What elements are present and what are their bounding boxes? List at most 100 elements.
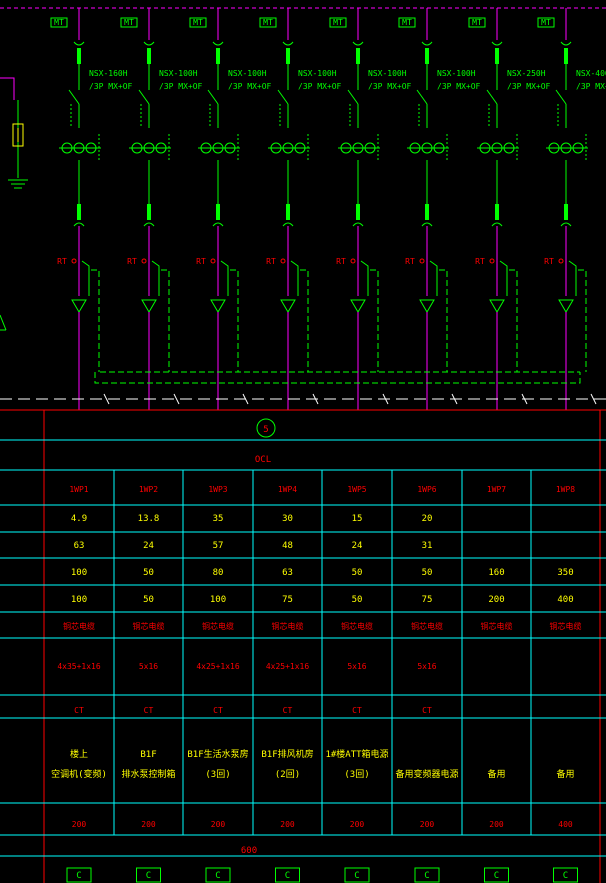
upper-contact-bar <box>495 48 499 64</box>
cell-value-2: 24 <box>143 541 154 551</box>
arrester-symbol <box>489 299 505 313</box>
lower-contact-bar <box>216 204 220 220</box>
breaker-poles: /3P MX+OF <box>298 82 342 91</box>
upper-contact <box>352 41 364 46</box>
arrester-symbol <box>71 299 87 313</box>
cell-description-2: (3回) <box>205 769 230 780</box>
rt-relay-point <box>210 258 216 264</box>
cell-cable-spec: 5x16 <box>347 662 366 671</box>
cell-ct: CT <box>74 706 84 715</box>
neutral-return <box>578 269 587 372</box>
upper-contact-bar <box>77 48 81 64</box>
pe-tick <box>590 393 597 405</box>
meter-tag: MT <box>402 18 412 27</box>
rt-relay-label: RT <box>266 257 276 266</box>
cell-cable-spec: 5x16 <box>417 662 436 671</box>
lower-contact-bar <box>77 204 81 220</box>
cell-value-4: 400 <box>557 595 573 605</box>
cell-cable-type: 铜芯电缆 <box>133 621 165 631</box>
rt-relay-wire <box>220 260 229 296</box>
breaker-model: NSX-100H <box>298 69 337 78</box>
cell-value-3: 63 <box>282 568 293 578</box>
breaker-model: NSX-100H <box>228 69 267 78</box>
cell-value-2: 63 <box>74 541 85 551</box>
footer-tag: C <box>494 871 499 881</box>
upper-contact-bar <box>216 48 220 64</box>
rt-relay-point <box>71 258 77 264</box>
cell-description-1: B1F <box>140 750 156 760</box>
breaker-poles: /3P MX+OF <box>228 82 272 91</box>
cell-value-1: 35 <box>213 514 224 524</box>
rt-relay-label: RT <box>336 257 346 266</box>
breaker-model: NSX-100H <box>159 69 198 78</box>
meter-tag: MT <box>333 18 343 27</box>
meter-tag-box <box>259 17 277 28</box>
cell-rating: 200 <box>420 820 435 829</box>
breaker-poles: /3P MX+OF <box>576 82 606 91</box>
meter-tag: MT <box>263 18 273 27</box>
neutral-return <box>161 269 170 372</box>
cell-rating: 200 <box>350 820 365 829</box>
cell-value-3: 50 <box>352 568 363 578</box>
cell-rating: 200 <box>72 820 87 829</box>
cell-feeder-id: 1WP7 <box>487 485 506 494</box>
schedule-table: 1WP14.963100100铜芯电缆4x35+1x16CT楼上空调机(变频)2… <box>51 485 582 883</box>
cell-value-3: 50 <box>143 568 154 578</box>
lower-contact-bar <box>147 204 151 220</box>
cell-value-4: 50 <box>143 595 154 605</box>
cell-value-4: 100 <box>71 595 87 605</box>
upper-contact <box>212 41 224 46</box>
footer-tag-box <box>66 867 92 883</box>
breaker-model: NSX-100H <box>368 69 407 78</box>
cell-value-3: 160 <box>488 568 504 578</box>
cell-rating: 200 <box>489 820 504 829</box>
lower-contact <box>212 222 224 227</box>
footer-total: 600 <box>241 846 257 856</box>
footer-tag-box <box>344 867 370 883</box>
cell-feeder-id: 1WP5 <box>347 485 366 494</box>
cell-cable-type: 铜芯电缆 <box>341 621 373 631</box>
rt-relay-label: RT <box>127 257 137 266</box>
rt-relay-wire <box>290 260 299 296</box>
meter-tag-box <box>120 17 138 28</box>
meter-tag-box <box>189 17 207 28</box>
arrester-symbol <box>558 299 574 313</box>
cell-rating: 200 <box>211 820 226 829</box>
cell-description-1: B1F排风机房 <box>261 748 313 760</box>
cell-ct: CT <box>422 706 432 715</box>
meter-tag: MT <box>472 18 482 27</box>
cell-value-1: 20 <box>422 514 433 524</box>
upper-contact <box>560 41 572 46</box>
breaker-poles: /3P MX+OF <box>89 82 133 91</box>
breaker-blade <box>277 89 289 105</box>
cell-description-1: 1#楼ATT箱电源 <box>325 748 388 760</box>
rt-relay-wire <box>360 260 369 296</box>
meter-tag-box <box>329 17 347 28</box>
upper-contact-bar <box>356 48 360 64</box>
breaker-model: NSX-250H <box>507 69 546 78</box>
schedule-table-frame <box>0 409 606 883</box>
cell-description-2: 备用 <box>556 768 574 780</box>
neutral-return <box>509 269 518 372</box>
breaker-poles: /3P MX+OF <box>507 82 551 91</box>
lower-contact <box>143 222 155 227</box>
meter-tag: MT <box>193 18 203 27</box>
footer-tag-box <box>484 867 509 883</box>
cell-description-1: 楼上 <box>70 748 88 760</box>
cell-cable-type: 铜芯电缆 <box>481 621 513 631</box>
footer-tag: C <box>354 871 359 881</box>
rt-relay-label: RT <box>405 257 415 266</box>
breaker-blade <box>416 89 428 105</box>
footer-tag-box <box>205 867 231 883</box>
meter-tag-box <box>468 17 486 28</box>
lower-contact <box>560 222 572 227</box>
cell-value-2: 24 <box>352 541 363 551</box>
cell-value-4: 200 <box>488 595 504 605</box>
breaker-model: NSX-160H <box>89 69 128 78</box>
